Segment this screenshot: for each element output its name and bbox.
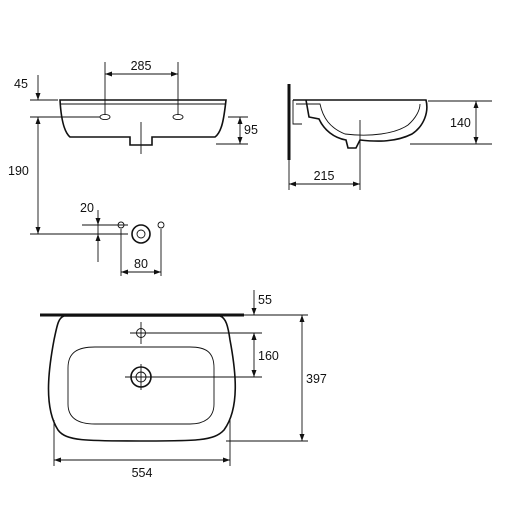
- dimension-160-label: 160: [258, 349, 279, 363]
- dimension-140-label: 140: [450, 116, 471, 130]
- dimension-190: 190: [8, 117, 41, 234]
- dimension-140: 140: [410, 100, 492, 145]
- dimension-55-label: 55: [258, 293, 272, 307]
- front-right-tap-hole: [172, 113, 184, 121]
- side-view: 140 215: [287, 84, 492, 190]
- dimension-285: 285: [104, 59, 179, 115]
- dimension-285-label: 285: [131, 59, 152, 73]
- drain-detail: 20 80: [30, 201, 165, 276]
- left-fixing-hole: [117, 221, 125, 229]
- front-view-basin-outline: [59, 99, 227, 146]
- dimension-160: 160: [157, 333, 279, 378]
- front-left-tap-hole: [99, 113, 111, 121]
- top-tap-hole: [130, 322, 152, 344]
- front-view: 285 45 95 190: [8, 59, 258, 234]
- dimension-215: 215: [288, 120, 361, 190]
- dimension-554-label: 554: [132, 466, 153, 480]
- dimension-95-label: 95: [244, 123, 258, 137]
- dimension-397: 397: [226, 314, 327, 442]
- dimension-80: 80: [120, 229, 162, 276]
- side-view-basin-profile: [293, 99, 428, 149]
- top-view-bowl: [67, 346, 215, 425]
- top-view-basin-outline: [47, 315, 237, 442]
- dimension-55: 55: [152, 290, 272, 340]
- top-drain-hole: [125, 364, 157, 390]
- dimension-215-label: 215: [314, 169, 335, 183]
- dimension-45: 45: [14, 75, 100, 118]
- dimension-397-label: 397: [306, 372, 327, 386]
- drain-outlet: [131, 224, 151, 244]
- dimension-554: 554: [53, 420, 231, 480]
- dimension-80-label: 80: [134, 257, 148, 271]
- dimension-45-label: 45: [14, 77, 28, 91]
- right-fixing-hole: [157, 221, 165, 229]
- dimension-20-label: 20: [80, 201, 94, 215]
- top-view: 55 160 397 554: [40, 290, 327, 480]
- dimension-20: 20: [80, 201, 101, 262]
- dimension-190-label: 190: [8, 164, 29, 178]
- dimension-95: 95: [216, 116, 258, 145]
